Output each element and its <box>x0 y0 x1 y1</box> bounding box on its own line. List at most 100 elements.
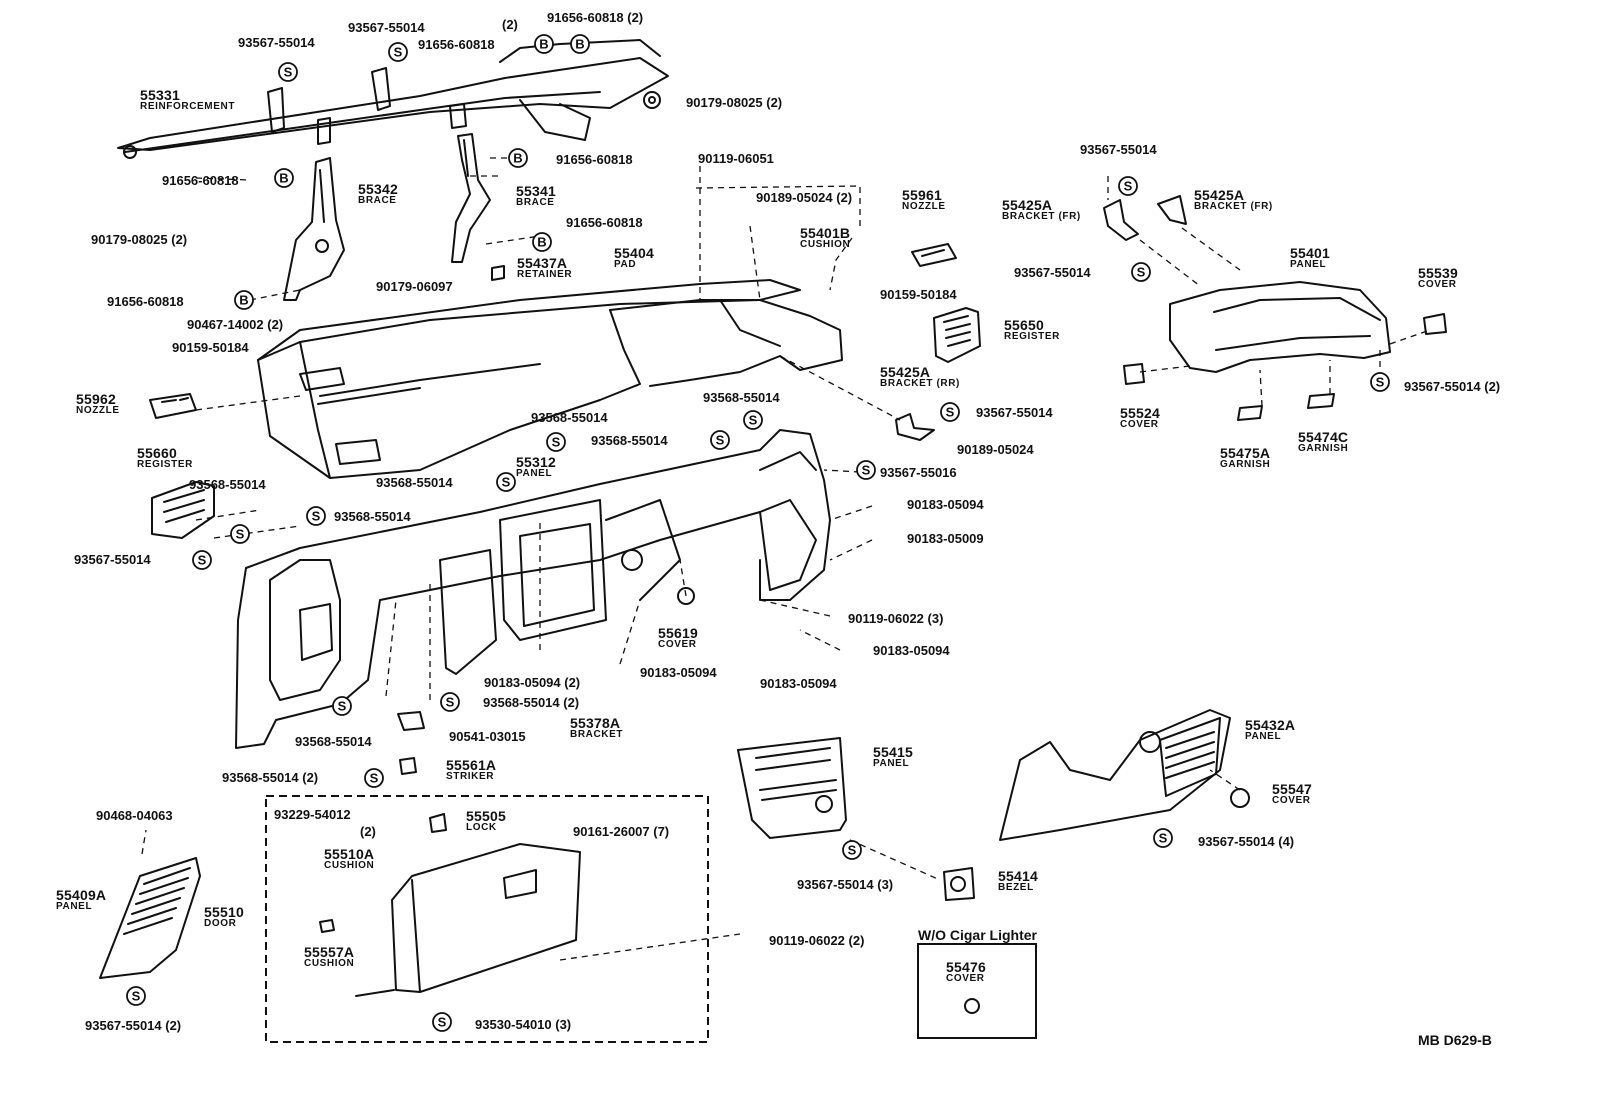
cushion-55557A-drawing <box>319 919 335 933</box>
screw-callout-symbol-text: S <box>749 413 758 428</box>
fastener-label: 90179-06097 <box>376 279 453 294</box>
fastener-label: 93567-55014 (3) <box>797 877 894 892</box>
fastener-label: 93568-55014 (2) <box>222 770 319 785</box>
fastener-label: 93568-55014 (2) <box>483 695 580 710</box>
bolt-callout-symbol <box>532 232 552 252</box>
fastener-label: 90183-05094 <box>873 643 950 658</box>
fastener-label: 93530-54010 (3) <box>475 1017 572 1032</box>
fastener-label: 93567-55014 <box>1014 265 1091 280</box>
screw-callout-symbol-text: S <box>862 463 871 478</box>
bolt-callout-symbol-text: B <box>279 171 288 186</box>
reinforcement-drawing <box>117 39 669 159</box>
screw-callout-symbol-text: S <box>1137 265 1146 280</box>
register-55650-drawing <box>933 307 981 363</box>
brace-55341-drawing <box>451 133 491 263</box>
screw-callout-symbol-text: S <box>198 553 207 568</box>
fastener-label: 93567-55014 (2) <box>85 1018 182 1033</box>
screw-callout-symbol <box>388 42 408 62</box>
fastener-label: 91656-60818 <box>107 294 184 309</box>
fastener-label: 93567-55014 (4) <box>1198 834 1295 849</box>
fastener-label: 90183-05094 <box>640 665 717 680</box>
screw-callout-symbol-text: S <box>370 771 379 786</box>
screw-callout-symbol <box>440 692 460 712</box>
fastener-label: 91656-60818 (2) <box>547 10 644 25</box>
screw-callout-symbol-text: S <box>552 435 561 450</box>
fastener-label: 93567-55014 (2) <box>1404 379 1501 394</box>
bolt-callout-symbol <box>570 34 590 54</box>
bracket-fr-drawing-2 <box>1157 195 1187 225</box>
screw-callout-symbol-text: S <box>446 695 455 710</box>
fastener-label: 93567-55014 <box>348 20 425 35</box>
fastener-label: 90183-05094 <box>907 497 984 512</box>
bolt-callout-symbol-text: B <box>239 293 248 308</box>
screw-callout-symbol <box>1118 176 1138 196</box>
cover-55547-drawing <box>1230 788 1250 808</box>
fastener-label: 93568-55014 <box>703 390 780 405</box>
screw-callout-symbol <box>496 472 516 492</box>
fastener-label: 90183-05094 (2) <box>484 675 581 690</box>
fastener-label: 90179-08025 (2) <box>91 232 188 247</box>
fastener-label: 93567-55014 <box>74 552 151 567</box>
lock-55505-drawing <box>429 813 447 833</box>
fastener-label: 93568-55014 <box>531 410 608 425</box>
fastener-label: 93567-55016 <box>880 465 957 480</box>
bolt-callout-symbol-text: B <box>537 235 546 250</box>
screw-callout-symbol-text: S <box>1376 375 1385 390</box>
screw-callout-symbol <box>710 430 730 450</box>
fastener-label: 93229-54012 <box>274 807 351 822</box>
bracket-fr-drawing-1 <box>1103 199 1139 241</box>
bezel-55414-drawing <box>943 867 975 901</box>
fastener-label: 93567-55014 <box>1080 142 1157 157</box>
screw-callout-symbol-text: S <box>848 843 857 858</box>
nozzle-55961-drawing <box>911 243 957 267</box>
fastener-label: 91656-60818 <box>566 215 643 230</box>
screw-callout-symbol <box>306 506 326 526</box>
screw-callout-symbol <box>364 768 384 788</box>
screw-callout-symbol <box>842 840 862 860</box>
fastener-label: 91656-60818 <box>162 173 239 188</box>
screw-callout-symbol-text: S <box>1124 179 1133 194</box>
screw-callout-symbol <box>940 402 960 422</box>
register-55660-drawing <box>151 481 215 539</box>
screw-callout-symbol-text: S <box>132 989 141 1004</box>
brace-55342-drawing <box>283 157 345 301</box>
panel-55432A-drawing <box>999 709 1231 841</box>
screw-callout-symbol-text: S <box>716 433 725 448</box>
fastener-label: (2) <box>360 824 376 839</box>
screw-callout-symbol-text: S <box>394 45 403 60</box>
bracket-55378A-drawing <box>397 711 425 731</box>
fastener-label: 93568-55014 <box>295 734 372 749</box>
bolt-callout-symbol <box>534 34 554 54</box>
screw-callout-symbol-text: S <box>312 509 321 524</box>
variant-label: W/O Cigar Lighter <box>918 927 1037 943</box>
bracket-rr-drawing <box>895 413 935 441</box>
fastener-label: 91656-60818 <box>418 37 495 52</box>
screw-callout-symbol-text: S <box>284 65 293 80</box>
screw-callout-symbol <box>230 524 250 544</box>
bolt-callout-symbol-text: B <box>513 151 522 166</box>
garnish-55475A-drawing <box>1237 405 1263 421</box>
fastener-label: 93568-55014 <box>591 433 668 448</box>
